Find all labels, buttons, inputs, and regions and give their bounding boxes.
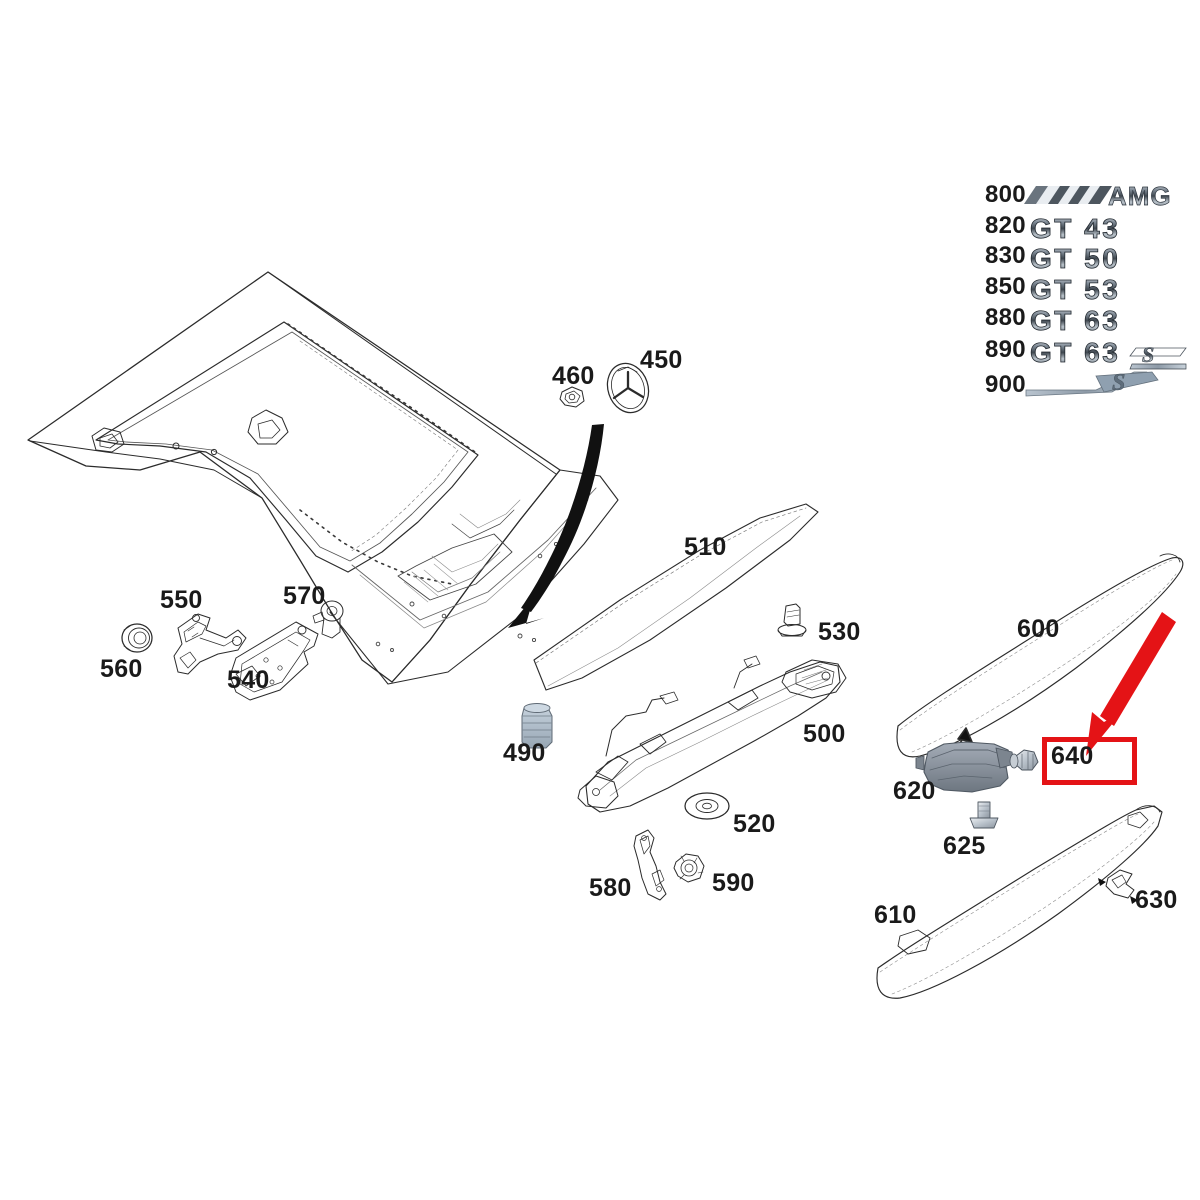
svg-text:S: S: [1112, 370, 1125, 396]
callout-530: 530: [818, 618, 861, 646]
badge-art-820: GT 43: [1030, 213, 1120, 244]
callout-590: 590: [712, 869, 755, 897]
part-510-trim-panel: [533, 503, 819, 691]
callout-520: 520: [733, 810, 776, 838]
part-560-bushing: [121, 623, 153, 653]
part-590-lock-nut: [673, 853, 705, 883]
part-530-flange-bolt: [777, 603, 807, 637]
callout-460: 460: [552, 362, 595, 390]
callout-540: 540: [227, 666, 270, 694]
badge-art-800-amg: AMG: [1024, 181, 1172, 211]
callout-570: 570: [283, 582, 326, 610]
installation-arrow: [508, 424, 604, 628]
part-580-support-bracket: [633, 829, 667, 901]
callout-610: 610: [874, 901, 917, 929]
red-highlight-arrow: [1086, 612, 1176, 756]
callout-450: 450: [640, 346, 683, 374]
badge-art-850: GT 53: [1030, 274, 1120, 305]
svg-text:AMG: AMG: [1108, 181, 1172, 211]
callout-550: 550: [160, 586, 203, 614]
window-flange-fittings: [91, 409, 289, 456]
part-490-rubber-buffer: [521, 703, 553, 749]
part-620-mount-bracket: [915, 741, 1015, 793]
callout-560: 560: [100, 655, 143, 683]
part-630-spoiler-clip: [1098, 869, 1138, 904]
callout-630: 630: [1135, 886, 1178, 914]
recess-hatching: [403, 563, 459, 603]
badge-number-800: 800: [985, 181, 1026, 208]
badge-art-900-s: S: [1025, 370, 1159, 397]
callout-580: 580: [589, 874, 632, 902]
part-550-hinge-bracket: [173, 613, 247, 675]
badge-number-850: 850: [985, 273, 1026, 300]
part-540-striker-plate: [229, 621, 319, 701]
part-610-spoiler-lower: [876, 805, 1163, 999]
badge-number-890: 890: [985, 336, 1026, 363]
badge-art-890-gt63: GT 63: [1030, 337, 1120, 368]
callout-620: 620: [893, 777, 936, 805]
badge-art-890-s-suffix: S S: [1129, 342, 1187, 370]
badge-number-830: 830: [985, 242, 1026, 269]
callout-490: 490: [503, 739, 546, 767]
badge-number-820: 820: [985, 212, 1026, 239]
handle-recess-detail: [375, 499, 559, 652]
tailgate-lower-panel: [329, 469, 619, 685]
callout-500: 500: [803, 720, 846, 748]
callout-510: 510: [684, 533, 727, 561]
callout-640: 640: [1051, 742, 1094, 770]
part-500-handle-carrier: [577, 655, 847, 813]
callout-600: 600: [1017, 615, 1060, 643]
rear-window-aperture: [95, 321, 479, 573]
highlight-box-640: [1042, 737, 1137, 785]
badge-art-830: GT 50: [1030, 243, 1120, 274]
callout-625: 625: [943, 832, 986, 860]
part-640-retaining-clip: [1009, 749, 1039, 771]
badge-number-900: 900: [985, 371, 1026, 398]
part-570-buffer-pin: [312, 600, 344, 639]
part-625-screw: [969, 801, 999, 829]
badge-number-880: 880: [985, 304, 1026, 331]
part-460-emblem-nut: [559, 386, 585, 408]
part-520-washer: [684, 792, 730, 820]
badge-art-880: GT 63: [1030, 305, 1120, 336]
part-450-star-emblem: [606, 362, 650, 414]
